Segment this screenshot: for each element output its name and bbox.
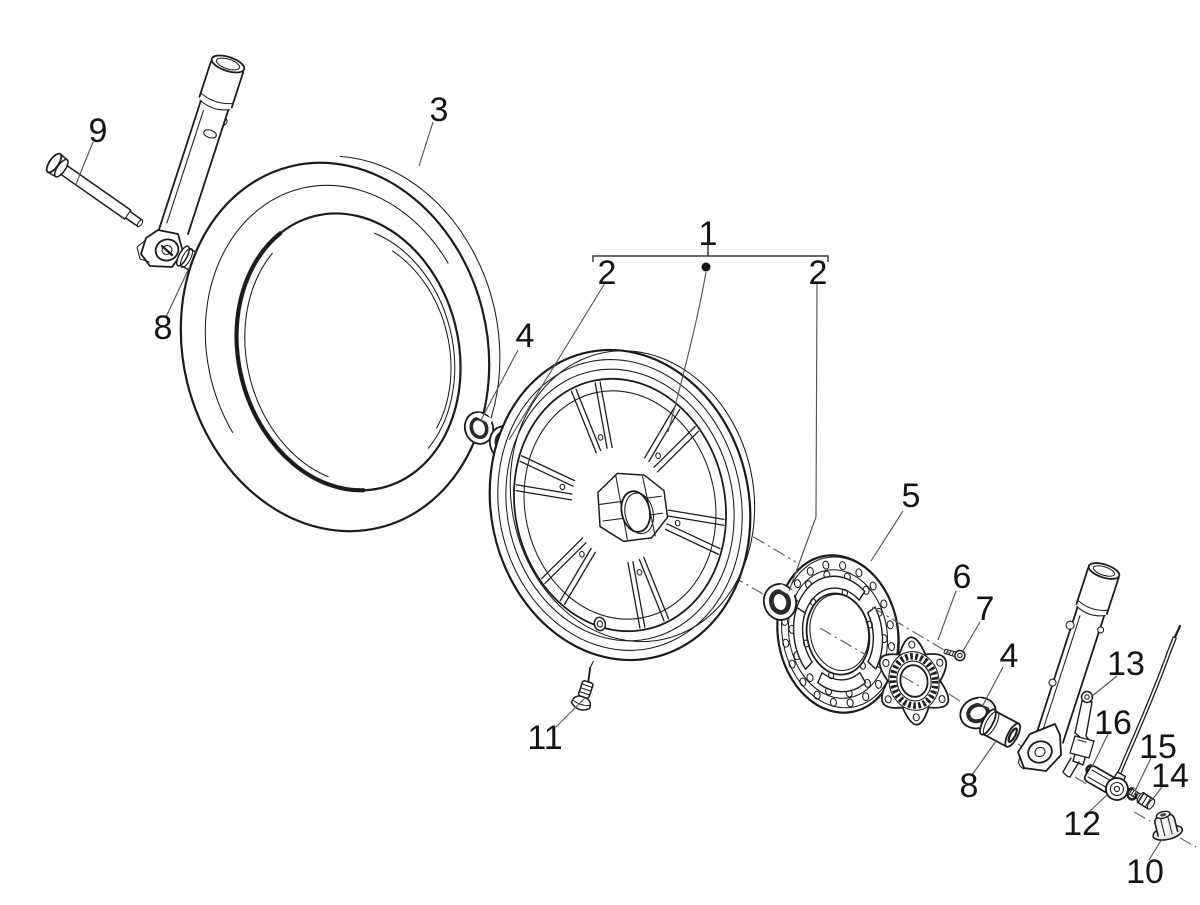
bearing-right xyxy=(762,583,798,621)
callout-labels: 1 2 2 3 4 4 5 6 7 8 8 9 10 11 12 13 14 1… xyxy=(89,91,1189,891)
wheel-rim xyxy=(461,324,784,684)
part-label-4-right: 4 xyxy=(1000,637,1019,675)
part-label-6: 6 xyxy=(953,558,972,596)
tone-wheel xyxy=(865,624,962,738)
valve-hole xyxy=(593,616,607,631)
group-dot xyxy=(701,262,711,272)
fork-leg-left xyxy=(136,54,246,268)
part-label-16: 16 xyxy=(1094,704,1132,742)
part-label-7: 7 xyxy=(976,590,995,628)
wheel-axle xyxy=(45,152,144,228)
part-label-15: 15 xyxy=(1139,728,1177,766)
part-label-2-left: 2 xyxy=(598,254,617,292)
sensor-bolt xyxy=(1128,788,1156,810)
brake-disc xyxy=(765,546,911,723)
part-label-4-left: 4 xyxy=(516,317,535,355)
axis-overlay xyxy=(819,606,961,702)
sensor-bracket xyxy=(1062,690,1095,778)
seal-left xyxy=(463,411,495,445)
part-label-8-left: 8 xyxy=(154,309,173,347)
part-label-13: 13 xyxy=(1107,645,1145,683)
tyre-valve xyxy=(570,660,594,711)
fork-leg-right xyxy=(1017,562,1121,772)
tyre xyxy=(179,155,501,533)
part-label-1: 1 xyxy=(699,215,718,253)
part-label-5: 5 xyxy=(902,477,921,515)
part-label-10: 10 xyxy=(1126,853,1164,891)
part-label-11: 11 xyxy=(527,719,562,757)
axle-nut xyxy=(1152,810,1184,841)
part-label-8-right: 8 xyxy=(960,767,979,805)
part-label-2-right: 2 xyxy=(809,254,828,292)
part-label-14: 14 xyxy=(1151,757,1189,795)
part-label-9: 9 xyxy=(89,112,108,150)
spoke-bolts xyxy=(551,422,689,587)
part-label-3: 3 xyxy=(430,91,449,129)
abs-sensor xyxy=(1083,624,1182,801)
leader-lines xyxy=(75,121,1163,861)
disc-screw xyxy=(943,648,966,662)
part-label-12: 12 xyxy=(1063,805,1101,843)
group-bracket xyxy=(592,255,829,262)
